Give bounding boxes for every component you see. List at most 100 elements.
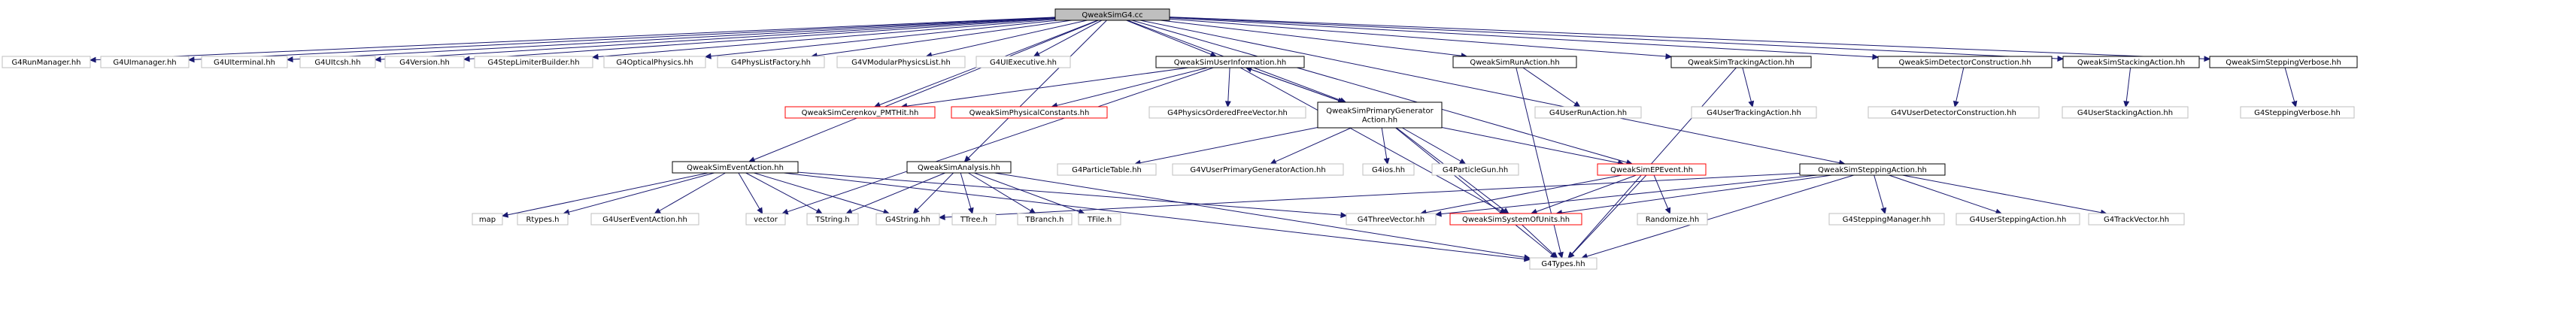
node-tbranch: TBranch.h bbox=[1017, 213, 1073, 226]
node-box-g4physordered bbox=[1148, 106, 1306, 119]
node-stackingaction[interactable]: QweakSimStackingAction.hh bbox=[2062, 56, 2200, 68]
node-label-g4uiexec: G4UIExecutive.hh bbox=[990, 59, 1057, 67]
node-g4string: G4String.hh bbox=[875, 213, 940, 226]
arrowhead-eventaction-to-vector bbox=[757, 207, 763, 215]
node-rtypes: Rtypes.h bbox=[517, 213, 569, 226]
node-label-tbranch: TBranch.h bbox=[1025, 216, 1064, 224]
node-box-tstring bbox=[806, 213, 859, 226]
edge-epevent-to-g4types bbox=[1571, 174, 1647, 255]
node-box-cerenkov bbox=[784, 106, 936, 119]
node-map: map bbox=[472, 213, 503, 226]
edge-primarygen-to-epevent bbox=[1441, 127, 1619, 164]
node-label-g4usereventaction: G4UserEventAction.hh bbox=[602, 216, 687, 224]
arrowhead-analysis-to-tstring bbox=[845, 208, 853, 214]
node-box-g4userstacking bbox=[2062, 106, 2189, 119]
edge-epevent-to-g4threevector bbox=[1425, 174, 1622, 213]
node-label-g4steppingverbose: G4SteppingVerbose.hh bbox=[2254, 109, 2341, 117]
arrowhead-root-to-g4uiterminal bbox=[286, 56, 293, 62]
edge-steppingaction-to-g4types bbox=[1586, 174, 1854, 257]
edge-root-to-g4optical bbox=[710, 20, 1058, 57]
edge-root-to-g4steplimiter bbox=[597, 19, 1056, 57]
node-label-g4vmodular: G4VModularPhysicsList.hh bbox=[851, 59, 951, 67]
edge-eventaction-to-vector bbox=[738, 172, 760, 210]
node-label-trackingaction: QweakSimTrackingAction.hh bbox=[1688, 59, 1795, 67]
arrowhead-detconstruction-to-g4vuserdet bbox=[1952, 100, 1959, 108]
node-label-steppingverbose: QweakSimSteppingVerbose.hh bbox=[2226, 59, 2341, 67]
arrowhead-epevent-to-randomize bbox=[1664, 207, 1671, 215]
node-eventaction[interactable]: QweakSimEventAction.hh bbox=[672, 161, 799, 174]
node-root[interactable]: QweakSimG4.cc bbox=[1054, 8, 1170, 21]
edge-analysis-to-tfile bbox=[974, 172, 1080, 213]
node-label-g4userrunaction: G4UserRunAction.hh bbox=[1549, 109, 1627, 117]
node-ttree: TTree.h bbox=[951, 213, 997, 226]
edge-root-to-g4uitcsh bbox=[380, 17, 1056, 60]
node-userinfo[interactable]: QweakSimUserInformation.hh bbox=[1155, 56, 1305, 68]
arrowhead-root-to-analysis bbox=[963, 155, 971, 162]
arrowhead-root-to-stackingaction bbox=[2057, 55, 2065, 62]
node-steppingverbose[interactable]: QweakSimSteppingVerbose.hh bbox=[2209, 56, 2358, 68]
node-g4uimanager: G4UImanager.hh bbox=[100, 56, 190, 68]
node-label-g4uitcsh: G4UItcsh.hh bbox=[314, 59, 360, 67]
node-box-tfile bbox=[1078, 213, 1121, 226]
arrowhead-primarygen-to-g4vuserprimary bbox=[1270, 159, 1277, 165]
node-label-g4particlegun: G4ParticleGun.hh bbox=[1443, 166, 1508, 174]
edge-userinfo-to-physconst bbox=[1057, 67, 1208, 106]
edge-root-to-runaction bbox=[1160, 20, 1462, 56]
node-box-g4uiexec bbox=[975, 56, 1071, 68]
arrowhead-steppingaction-to-g4steppingmanager bbox=[1880, 207, 1887, 215]
edge-steppingverbose-to-g4steppingverbose bbox=[2284, 67, 2295, 102]
node-g4types: G4Types.hh bbox=[1529, 257, 1597, 270]
node-box-root bbox=[1054, 8, 1170, 21]
node-box-rtypes bbox=[517, 213, 569, 226]
node-runaction[interactable]: QweakSimRunAction.hh bbox=[1452, 56, 1577, 68]
arrowhead-root-to-g4uitcsh bbox=[374, 56, 381, 62]
node-box-ttree bbox=[951, 213, 997, 226]
node-steppingaction[interactable]: QweakSimSteppingAction.hh bbox=[1799, 163, 1946, 176]
node-box-runaction bbox=[1452, 56, 1577, 68]
node-g4runmanager: G4RunManager.hh bbox=[2, 56, 91, 68]
edge-eventaction-to-tstring bbox=[745, 172, 818, 212]
edge-steppingaction-to-systemofunits bbox=[1561, 174, 1832, 213]
edge-root-to-analysis bbox=[968, 20, 1107, 159]
edge-root-to-g4physlist bbox=[816, 20, 1073, 56]
node-tstring: TString.h bbox=[806, 213, 859, 226]
node-label-tfile: TFile.h bbox=[1087, 216, 1112, 224]
node-label-g4trackvector: G4TrackVector.hh bbox=[2104, 216, 2169, 224]
node-label-g4physlist: G4PhysListFactory.hh bbox=[731, 59, 811, 67]
node-g4particlegun: G4ParticleGun.hh bbox=[1431, 163, 1519, 176]
edge-root-to-g4uiterminal bbox=[292, 17, 1056, 60]
node-label-vector: vector bbox=[754, 216, 778, 224]
node-box-g4steplimiter bbox=[474, 56, 593, 68]
arrowhead-steppingverbose-to-g4steppingverbose bbox=[2291, 100, 2298, 108]
node-box-vector bbox=[745, 213, 786, 226]
node-analysis[interactable]: QweakSimAnalysis.hh bbox=[906, 161, 1012, 174]
node-label-g4steppingmanager: G4SteppingManager.hh bbox=[1843, 216, 1931, 224]
node-label-g4steplimiter: G4StepLimiterBuilder.hh bbox=[487, 59, 579, 67]
node-trackingaction[interactable]: QweakSimTrackingAction.hh bbox=[1670, 56, 1812, 68]
node-tfile: TFile.h bbox=[1078, 213, 1121, 226]
node-box-g4ios bbox=[1362, 163, 1415, 176]
edge-epevent-to-systemofunits bbox=[1536, 174, 1637, 213]
node-label-physconst: QweakSimPhysicalConstants.hh bbox=[969, 109, 1090, 117]
edge-root-to-userinfo bbox=[1126, 20, 1212, 55]
node-box-g4types bbox=[1529, 257, 1597, 270]
edge-eventaction-to-map bbox=[507, 172, 708, 216]
node-physconst: QweakSimPhysicalConstants.hh bbox=[951, 106, 1108, 119]
node-box-g4usereventaction bbox=[590, 213, 699, 226]
edge-analysis-to-tbranch bbox=[968, 172, 1031, 211]
node-label-g4uiterminal: G4UIterminal.hh bbox=[214, 59, 275, 67]
edge-root-to-g4runmanager bbox=[95, 17, 1056, 61]
node-box-g4usertracking bbox=[1691, 106, 1817, 119]
edge-eventaction-to-rtypes bbox=[568, 172, 715, 213]
node-label-g4types: G4Types.hh bbox=[1541, 260, 1585, 268]
arrowhead-primarygen-to-g4ios bbox=[1383, 157, 1390, 165]
node-box-map bbox=[472, 213, 503, 226]
node-label-g4optical: G4OpticalPhysics.hh bbox=[616, 59, 693, 67]
edge-primarygen-to-g4particlegun bbox=[1402, 127, 1461, 162]
node-detconstruction[interactable]: QweakSimDetectorConstruction.hh bbox=[1877, 56, 2053, 68]
node-g4version: G4Version.hh bbox=[384, 56, 465, 68]
node-box-epevent bbox=[1597, 163, 1707, 176]
node-box-eventaction bbox=[672, 161, 799, 174]
